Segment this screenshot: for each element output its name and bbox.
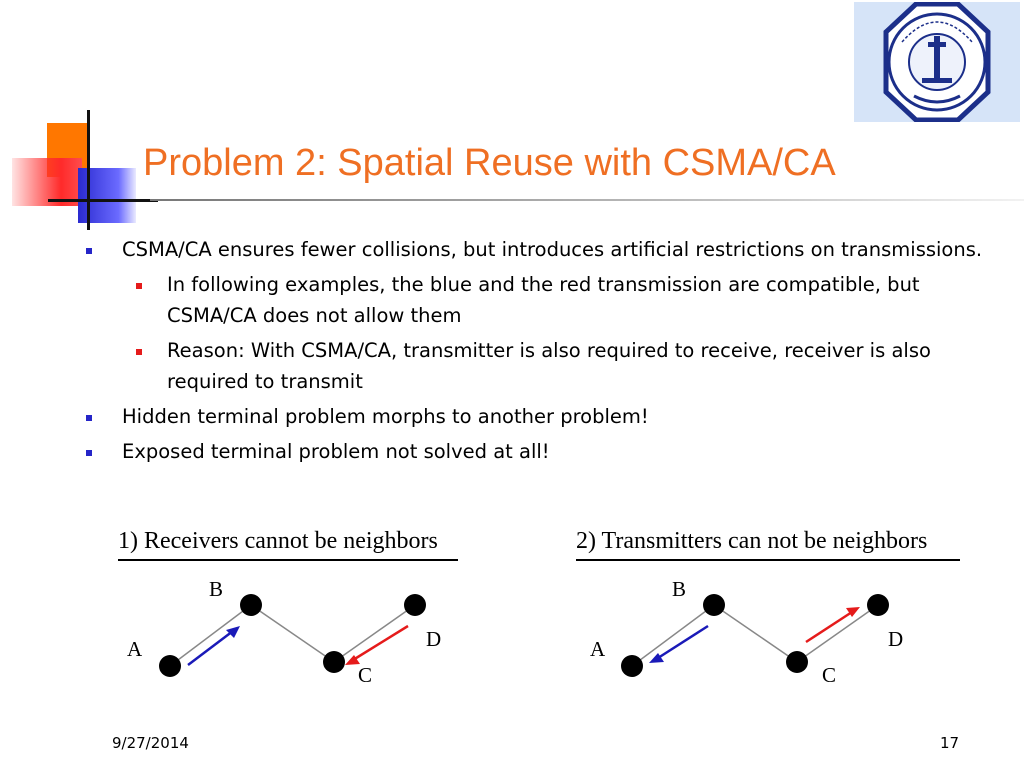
link-ab	[169, 604, 252, 667]
diagram-caption: 1) Receivers cannot be neighbors	[118, 528, 438, 554]
title-underline	[150, 199, 1024, 201]
decor-vertical-line	[87, 110, 90, 230]
link-bc	[713, 604, 798, 663]
red-arrow	[352, 624, 409, 662]
link-cd	[796, 604, 879, 663]
node-a	[621, 655, 643, 677]
footer-date: 9/27/2014	[112, 734, 189, 752]
university-logo	[854, 1, 1020, 123]
sub-bullet-item: In following examples, the blue and the …	[82, 269, 1002, 331]
red-arrow-head	[345, 655, 360, 665]
decor-red-square	[12, 158, 82, 206]
link-ab	[631, 604, 715, 667]
node-label-d: D	[888, 627, 903, 651]
node-a	[159, 655, 181, 677]
node-label-c: C	[822, 663, 836, 687]
bullet-item: Hidden terminal problem morphs to anothe…	[82, 401, 1002, 432]
bullet-list: CSMA/CA ensures fewer collisions, but in…	[82, 234, 1002, 471]
blue-arrow	[657, 624, 709, 660]
node-c	[323, 651, 345, 673]
link-cd	[333, 604, 416, 663]
node-b	[240, 594, 262, 616]
decor-horizontal-line	[48, 199, 158, 202]
bullet-item: CSMA/CA ensures fewer collisions, but in…	[82, 234, 1002, 265]
diagram-transmitters: 2) Transmitters can not be neighbors A B…	[568, 522, 968, 692]
sub-bullet-item: Reason: With CSMA/CA, transmitter is als…	[82, 335, 1002, 397]
node-label-c: C	[358, 663, 372, 687]
node-b	[703, 594, 725, 616]
red-arrow-head	[846, 607, 860, 617]
university-seal-icon	[883, 1, 991, 123]
blue-arrow-head	[226, 626, 240, 638]
node-label-a: A	[590, 637, 606, 661]
node-label-d: D	[426, 627, 441, 651]
bullet-item: Exposed terminal problem not solved at a…	[82, 436, 1002, 467]
diagram-receivers: 1) Receivers cannot be neighbors A B C D	[110, 522, 470, 692]
blue-arrow-head	[649, 653, 664, 663]
page-number: 17	[940, 734, 960, 752]
link-bc	[250, 604, 335, 663]
node-label-a: A	[127, 637, 143, 661]
node-label-b: B	[672, 577, 686, 601]
diagram-caption: 2) Transmitters can not be neighbors	[576, 528, 927, 554]
node-d	[404, 594, 426, 616]
page-title: Problem 2: Spatial Reuse with CSMA/CA	[143, 142, 836, 184]
node-d	[867, 594, 889, 616]
blue-arrow	[187, 630, 234, 666]
node-label-b: B	[209, 577, 223, 601]
node-c	[786, 651, 808, 673]
red-arrow	[805, 610, 853, 644]
